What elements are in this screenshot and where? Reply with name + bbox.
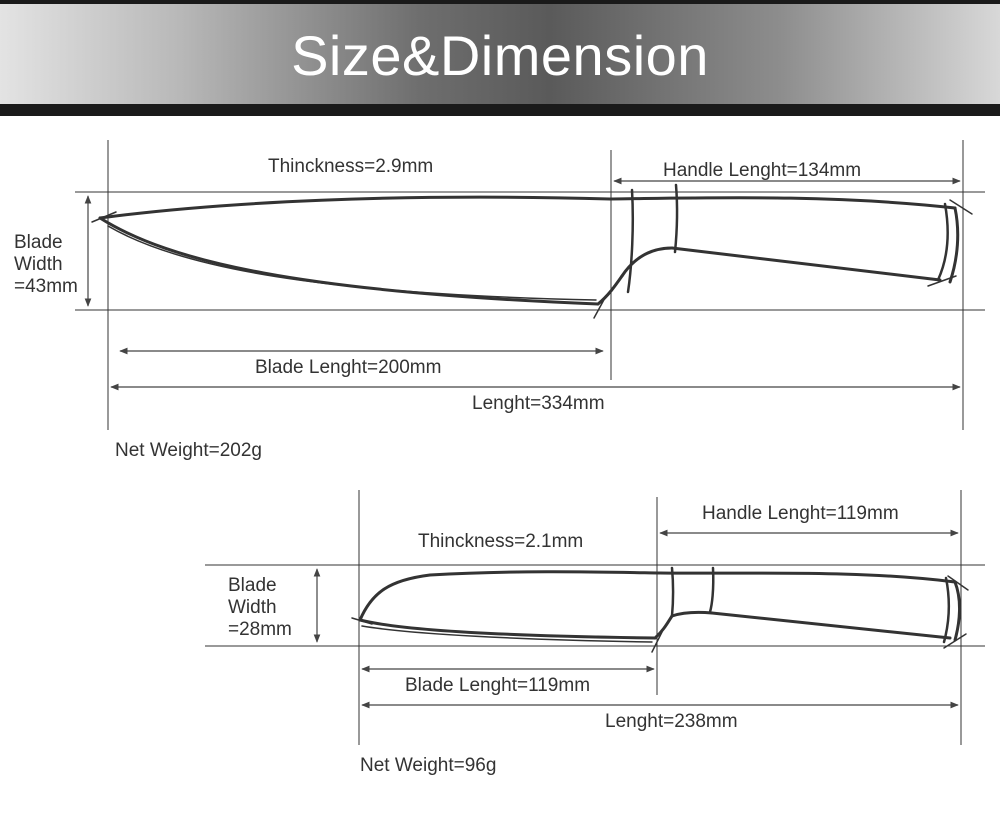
knife-1-net-weight-label: Net Weight=202g [115, 440, 262, 461]
knife-1-dimension-arrows [84, 177, 961, 391]
knife-1-outline [91, 183, 973, 319]
page-title: Size&Dimension [291, 24, 709, 87]
knife-2-blade-width-line-2: Width [228, 597, 277, 618]
header-gradient-band [0, 4, 1000, 104]
knife-2-guides [205, 490, 985, 745]
knife-1-blade-width-line-3: =43mm [14, 276, 78, 297]
knife-1-guides [75, 140, 985, 430]
knife-2-dimension-arrows [313, 529, 959, 709]
knife-2-blade-width-line-1: Blade [228, 575, 277, 596]
header-bar: Size&Dimension [0, 0, 1000, 116]
knife-2-thickness-label: Thinckness=2.1mm [418, 531, 584, 552]
knife-2-handle-length-label: Handle Lenght=119mm [702, 503, 899, 524]
knife-2-net-weight-label: Net Weight=96g [360, 755, 497, 776]
knife-1-blade-width-label: Blade Width =43mm [14, 232, 78, 298]
knife-2-blade-width-label: Blade Width =28mm [228, 575, 292, 641]
knife-2-blade-length-label: Blade Lenght=119mm [405, 675, 591, 696]
knife-2-blade-width-line-3: =28mm [228, 619, 292, 640]
knife-1-blade-width-line-2: Width [14, 254, 63, 275]
knife-1-blade-length-label: Blade Lenght=200mm [255, 357, 442, 378]
knife-1-handle-length-label: Handle Lenght=134mm [663, 160, 862, 181]
knife-1-total-length-label: Lenght=334mm [472, 393, 605, 414]
knife-1-thickness-label: Thinckness=2.9mm [268, 156, 434, 177]
knife-2-outline [351, 566, 969, 653]
knife-2-total-length-label: Lenght=238mm [605, 711, 738, 732]
knife-1-blade-width-line-1: Blade [14, 232, 63, 253]
